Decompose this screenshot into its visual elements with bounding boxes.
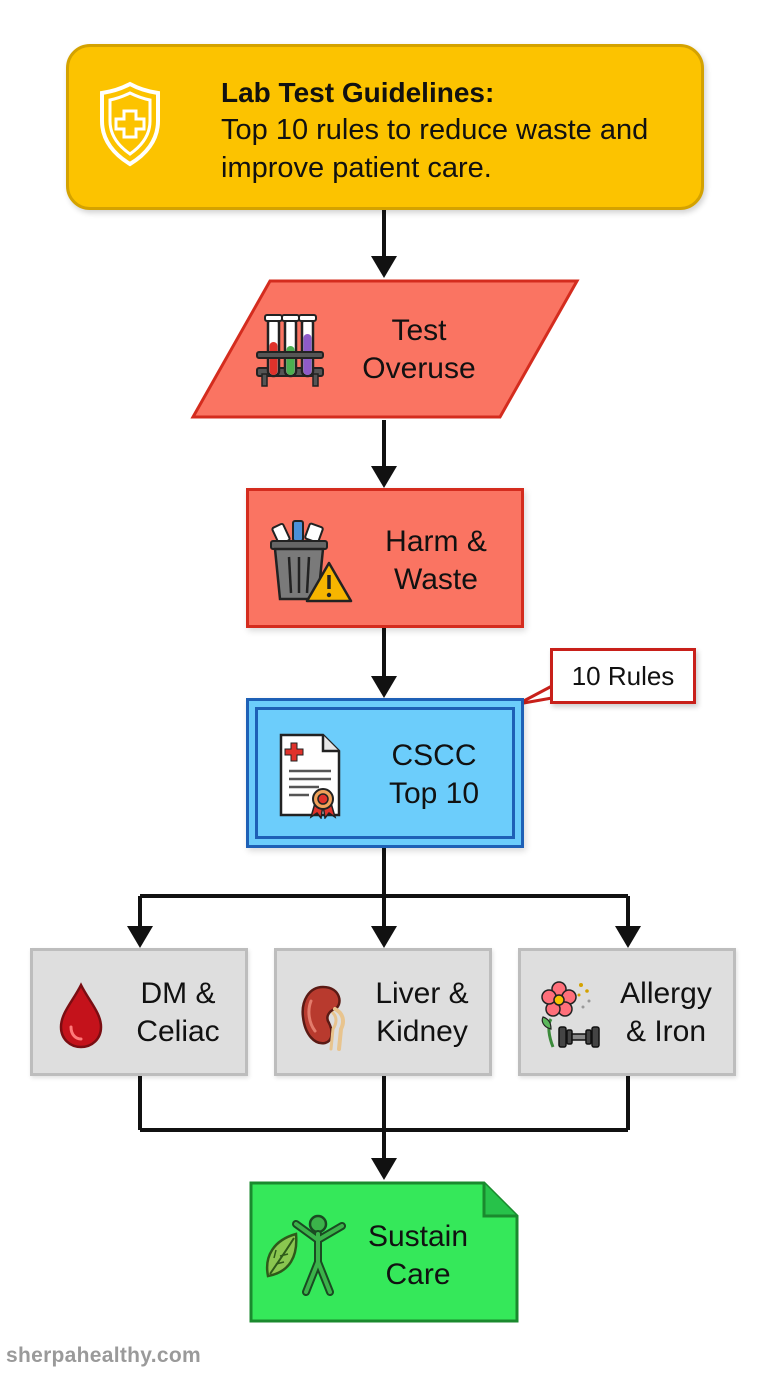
node-cscc-label: CSCC Top 10: [388, 739, 480, 810]
trash-warning-icon: [270, 520, 353, 603]
node-test-overuse: Test Overuse: [190, 278, 580, 420]
kidney-icon: [301, 985, 345, 1051]
node-dm-celiac-label: DM & Celiac: [136, 977, 220, 1048]
node-harm-waste-label: Harm & Waste: [385, 525, 487, 596]
shield-plus-icon: [100, 81, 160, 167]
node-cscc-top-10: CSCC Top 10: [246, 698, 524, 848]
node-harm-waste: Harm & Waste: [246, 488, 524, 628]
blood-drop-icon: [59, 982, 103, 1049]
header-title: Lab Test Guidelines:: [221, 77, 495, 108]
leaf-person-icon: [265, 1214, 346, 1296]
header-banner: Lab Test Guidelines: Top 10 rules to red…: [66, 44, 704, 210]
node-test-overuse-label: Test Overuse: [362, 314, 476, 385]
node-sustain-care: Sustain Care: [248, 1180, 520, 1324]
test-tubes-icon: [256, 314, 324, 387]
merge-to-sustain: [138, 1076, 630, 1162]
node-liver-kidney: Liver & Kidney: [274, 948, 492, 1076]
site-watermark: sherpahealthy.com: [6, 1344, 201, 1367]
callout-10-rules: 10 Rules: [550, 648, 696, 704]
header-description: Top 10 rules to reduce waste and improve…: [221, 114, 649, 184]
node-sustain-care-label: Sustain Care: [367, 1220, 469, 1291]
node-allergy-iron: Allergy & Iron: [518, 948, 736, 1076]
node-liver-kidney-label: Liver & Kidney: [375, 977, 469, 1048]
branch-from-cscc: [138, 848, 630, 930]
node-cscc-inner-border: [255, 707, 515, 839]
node-allergy-iron-label: Allergy & Iron: [620, 977, 712, 1048]
node-dm-celiac: DM & Celiac: [30, 948, 248, 1076]
certificate-icon: [279, 733, 341, 819]
flower-dumbbell-icon: [541, 981, 600, 1048]
callout-text: 10 Rules: [571, 660, 675, 691]
